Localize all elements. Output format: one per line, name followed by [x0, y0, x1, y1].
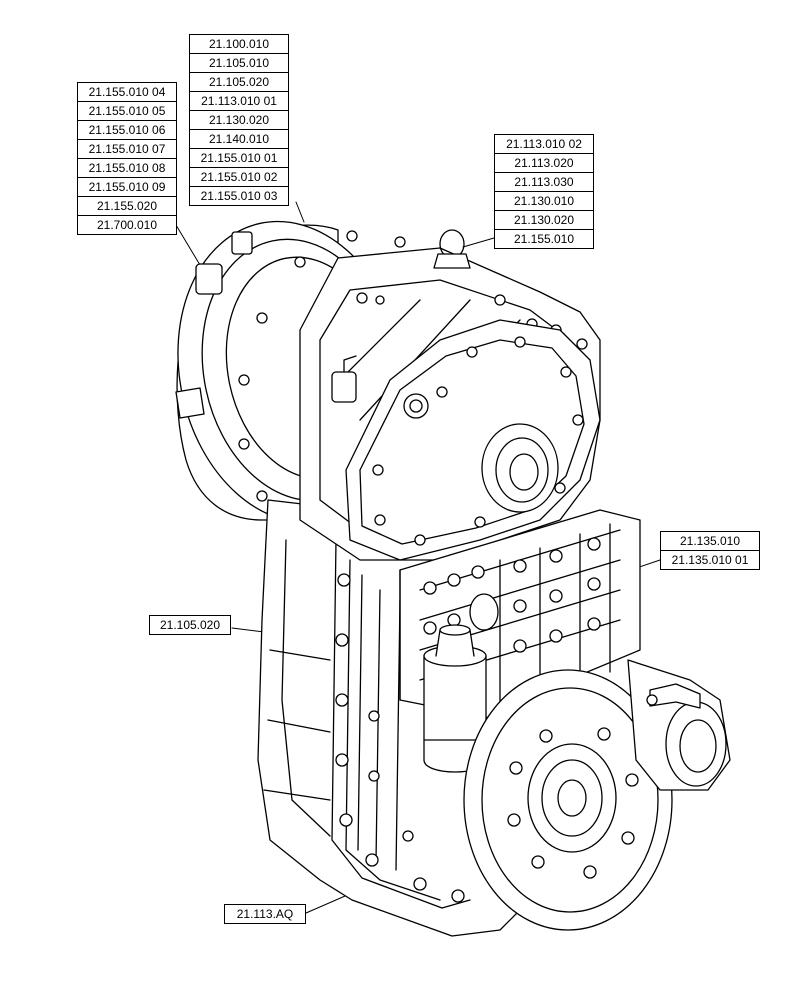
callout-label[interactable]: 21.155.010 08 — [77, 159, 177, 178]
callout-label[interactable]: 21.135.010 01 — [660, 551, 760, 570]
pump-drive — [627, 659, 731, 791]
callout-label[interactable]: 21.155.010 07 — [77, 140, 177, 159]
leader-top-left — [175, 224, 201, 266]
leader-top-right — [462, 237, 495, 248]
flange-bolts — [507, 727, 639, 879]
callout-label[interactable]: 21.155.010 01 — [189, 149, 289, 168]
output-flange — [463, 669, 673, 931]
callout-label[interactable]: 21.105.010 — [189, 54, 289, 73]
callout-label[interactable]: 21.113.020 — [494, 154, 594, 173]
callout-stack-top-right: 21.113.010 02 21.113.020 21.113.030 21.1… — [494, 134, 594, 249]
front-cover — [345, 319, 601, 561]
callout-label[interactable]: 21.113.AQ — [224, 904, 306, 924]
callout-label[interactable]: 21.130.020 — [189, 111, 289, 130]
cover-bolts — [372, 336, 584, 546]
callout-label[interactable]: 21.113.010 02 — [494, 134, 594, 154]
callout-label[interactable]: 21.700.010 — [77, 216, 177, 235]
valve-solenoids — [423, 537, 601, 653]
callout-stack-top-left: 21.155.010 04 21.155.010 05 21.155.010 0… — [77, 82, 177, 235]
callout-label[interactable]: 21.140.010 — [189, 130, 289, 149]
callout-label[interactable]: 21.105.020 — [149, 615, 231, 635]
housing-bolts — [335, 573, 465, 903]
leader-housing — [305, 892, 353, 914]
callout-label[interactable]: 21.100.010 — [189, 34, 289, 54]
callout-label[interactable]: 21.113.010 01 — [189, 92, 289, 111]
callout-filter: 21.105.020 — [149, 615, 231, 635]
callout-label[interactable]: 21.105.020 — [189, 73, 289, 92]
callout-stack-top-center: 21.100.010 21.105.010 21.105.020 21.113.… — [189, 34, 289, 206]
callout-label[interactable]: 21.155.010 03 — [189, 187, 289, 206]
callout-label[interactable]: 21.113.030 — [494, 173, 594, 192]
callout-label[interactable]: 21.155.020 — [77, 197, 177, 216]
leader-top-center — [295, 201, 305, 223]
callout-label[interactable]: 21.130.010 — [494, 192, 594, 211]
bell-bolts — [238, 230, 406, 524]
callout-label[interactable]: 21.155.010 02 — [189, 168, 289, 187]
callout-label[interactable]: 21.155.010 06 — [77, 121, 177, 140]
callout-housing: 21.113.AQ — [224, 904, 306, 924]
callout-label[interactable]: 21.155.010 09 — [77, 178, 177, 197]
callout-label[interactable]: 21.155.010 — [494, 230, 594, 249]
callout-label[interactable]: 21.155.010 05 — [77, 102, 177, 121]
callout-stack-mid-right: 21.135.010 21.135.010 01 — [660, 531, 760, 570]
callout-label[interactable]: 21.130.020 — [494, 211, 594, 230]
callout-label[interactable]: 21.155.010 04 — [77, 82, 177, 102]
callout-label[interactable]: 21.135.010 — [660, 531, 760, 551]
